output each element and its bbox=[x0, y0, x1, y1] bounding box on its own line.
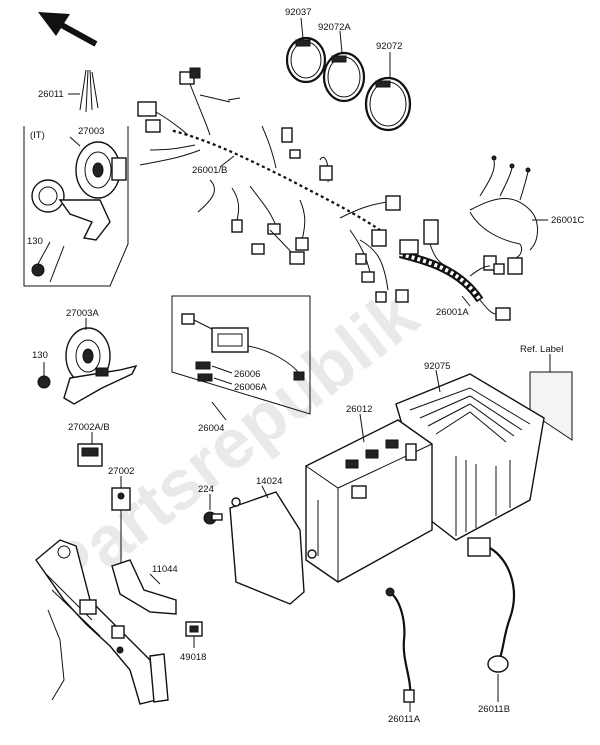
label-14024: 14024 bbox=[256, 476, 282, 487]
relay-27002ab bbox=[77, 443, 103, 467]
cable-26011b bbox=[467, 537, 515, 673]
ring-92072a bbox=[322, 51, 366, 103]
label-26011: 26011 bbox=[38, 89, 64, 100]
label-49018: 49018 bbox=[180, 652, 206, 663]
label-11044: 11044 bbox=[152, 564, 178, 575]
label-92037: 92037 bbox=[285, 7, 311, 18]
label-26001c: 26001C bbox=[551, 215, 584, 226]
label-27002ab: 27002A/B bbox=[68, 422, 110, 433]
label-26006a: 26006A bbox=[234, 382, 267, 393]
label-26006: 26006 bbox=[234, 369, 260, 380]
label-92072a: 92072A bbox=[318, 22, 351, 33]
label-27003: 27003 bbox=[78, 126, 104, 137]
clip-49018 bbox=[185, 621, 203, 637]
label-224: 224 bbox=[198, 484, 214, 495]
bracket-11044 bbox=[111, 559, 177, 615]
label-26001b: 26001/B bbox=[192, 165, 227, 176]
relay-26004 bbox=[181, 313, 305, 382]
direction-arrow-icon bbox=[38, 12, 98, 47]
label-26012: 26012 bbox=[346, 404, 372, 415]
label-27003a: 27003A bbox=[66, 308, 99, 319]
horn-27003a bbox=[37, 327, 138, 405]
label-26011a: 26011A bbox=[388, 714, 421, 725]
label-92075: 92075 bbox=[424, 361, 450, 372]
cable-26011a bbox=[385, 587, 415, 703]
label-26004: 26004 bbox=[198, 423, 224, 434]
label-26011b: 26011B bbox=[478, 704, 510, 715]
ref-label-card bbox=[529, 371, 573, 441]
ring-92072 bbox=[364, 76, 412, 132]
horn-27003 bbox=[31, 141, 127, 277]
wire-harness-26001a bbox=[398, 219, 511, 321]
wire-harness-26001b bbox=[137, 67, 409, 303]
bolt-224 bbox=[203, 511, 223, 525]
ring-92037 bbox=[285, 36, 327, 84]
wire-harness-26001c bbox=[469, 155, 538, 275]
horn-detail-box bbox=[23, 126, 129, 287]
label-ref-label: Ref. Label bbox=[520, 344, 563, 355]
relay-27002 bbox=[111, 487, 131, 511]
label-92072: 92072 bbox=[376, 41, 402, 52]
label-130-top: 130 bbox=[27, 236, 43, 247]
label-it: (IT) bbox=[30, 130, 45, 141]
cover-14024 bbox=[229, 491, 305, 605]
battery-26012 bbox=[305, 419, 433, 583]
label-26001a: 26001A bbox=[436, 307, 469, 318]
label-27002: 27002 bbox=[108, 466, 134, 477]
relay-kit-box bbox=[171, 295, 311, 415]
frame-section bbox=[35, 539, 169, 705]
wire-ties-26011 bbox=[79, 69, 99, 113]
label-130-bottom: 130 bbox=[32, 350, 48, 361]
